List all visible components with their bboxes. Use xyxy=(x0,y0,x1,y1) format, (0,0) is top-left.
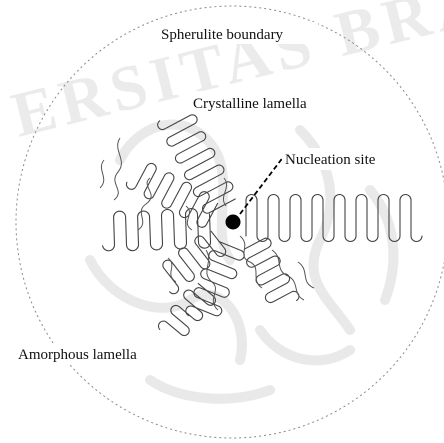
lamella-left xyxy=(103,209,211,251)
nucleation-site-label: Nucleation site xyxy=(285,152,376,168)
lamella-lower-right xyxy=(244,238,299,302)
spherulite-boundary-label: Spherulite boundary xyxy=(161,27,284,43)
crystalline-lamella-label: Crystalline lamella xyxy=(193,96,307,112)
nucleation-pointer-line xyxy=(240,156,284,214)
nucleation-site-dot xyxy=(226,215,241,230)
amorphous-lamella-label: Amorphous lamella xyxy=(18,347,137,363)
